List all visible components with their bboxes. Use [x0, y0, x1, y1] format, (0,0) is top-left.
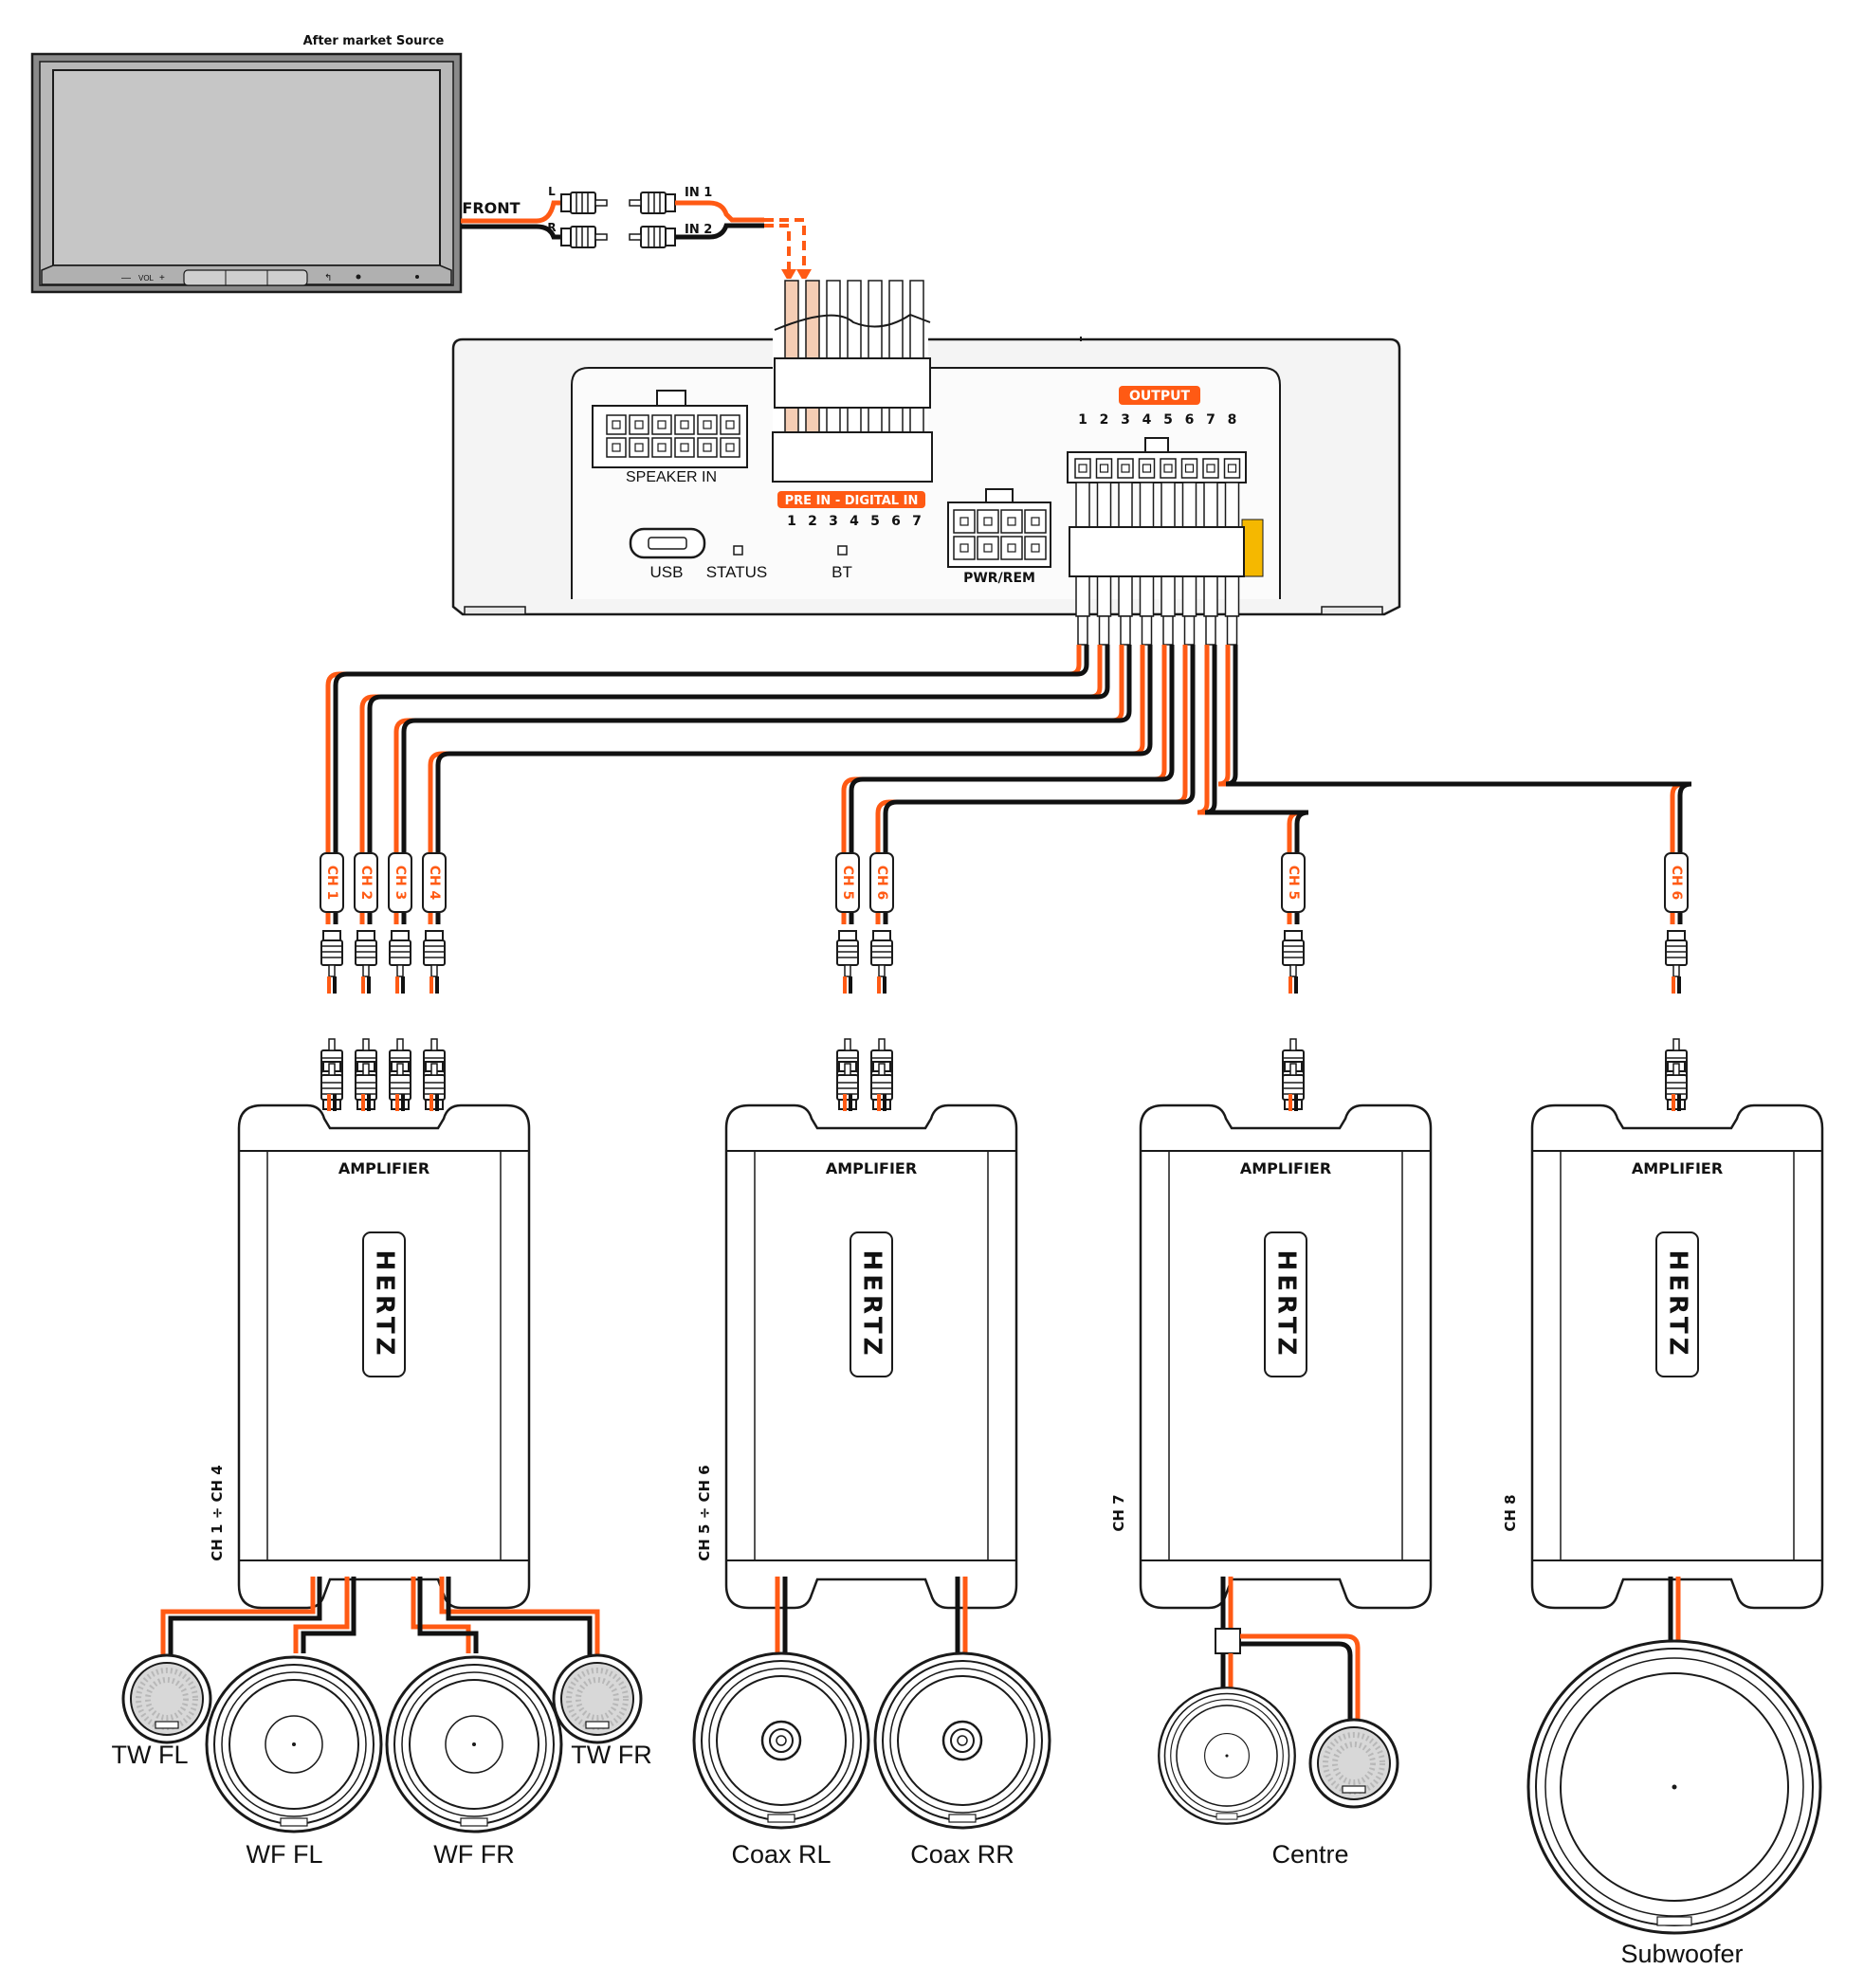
channel-tag-ch5a: CH 5: [835, 852, 860, 913]
left-label: L: [548, 185, 556, 198]
amplifier-title: AMPLIFIER: [1632, 1159, 1723, 1177]
pre-in-number: 3: [829, 514, 838, 529]
amplifier-channels: CH 1 ÷ CH 4: [209, 1465, 226, 1560]
amplifier-2: AMPLIFIER HERTZ CH 5 ÷ CH 6: [696, 1103, 1018, 1610]
usb-label: USB: [650, 563, 684, 581]
output-number: 5: [1163, 412, 1173, 428]
in2-label: IN 2: [685, 223, 712, 237]
woofer-centre: [1158, 1687, 1296, 1825]
amplifier-channels: CH 7: [1110, 1494, 1127, 1531]
channel-tag-label: CH 2: [358, 866, 374, 901]
brand-logo: HERTZ: [858, 1250, 886, 1359]
coax-rr: [873, 1651, 1051, 1830]
output-number: 4: [1142, 412, 1152, 428]
amplifier-title: AMPLIFIER: [338, 1159, 429, 1177]
in1-label: IN 1: [685, 186, 712, 200]
front-label: FRONT: [462, 199, 520, 217]
front-rca-cables: [461, 192, 812, 283]
output-number: 7: [1206, 412, 1215, 428]
amplifier-3: AMPLIFIER HERTZ CH 7: [1110, 1103, 1433, 1610]
subwoofer-label: Subwoofer: [1620, 1940, 1743, 1968]
rca-stacks: [320, 930, 1688, 1111]
pre-in-number: 7: [912, 514, 922, 529]
output-number: 8: [1228, 412, 1237, 428]
channel-tag-ch3: CH 3: [388, 852, 412, 913]
output-number: 6: [1185, 412, 1195, 428]
pre-in-connector: [772, 279, 933, 483]
svg-text:+: +: [159, 273, 165, 283]
channel-tag-label: CH 1: [324, 866, 339, 901]
channel-tag-ch5b: CH 5: [1281, 852, 1306, 913]
wf-fr-label: WF FR: [433, 1840, 514, 1869]
svg-text:VOL: VOL: [138, 274, 155, 283]
wf-fl-label: WF FL: [247, 1840, 323, 1869]
channel-tag-ch2: CH 2: [354, 852, 378, 913]
pwr-rem-label: PWR/REM: [963, 571, 1035, 586]
pre-in-label: PRE IN - DIGITAL IN: [785, 494, 919, 508]
tw-fl-label: TW FL: [112, 1741, 189, 1769]
amplifier-channels: CH 8: [1502, 1494, 1519, 1531]
bt-label: BT: [831, 563, 852, 581]
channel-tag-label: CH 4: [427, 866, 442, 901]
channel-tag-ch1: CH 1: [320, 852, 344, 913]
coax-rl: [692, 1651, 870, 1830]
amplifier-title: AMPLIFIER: [826, 1159, 917, 1177]
pre-in-number: 1: [787, 514, 796, 529]
brand-logo: HERTZ: [1272, 1250, 1301, 1359]
channel-tag-ch4: CH 4: [422, 852, 447, 913]
centre-label: Centre: [1271, 1840, 1348, 1869]
channel-tag-label: CH 5: [840, 866, 855, 901]
output-wires: [325, 645, 1692, 924]
amplifier-channels: CH 5 ÷ CH 6: [696, 1465, 713, 1560]
channel-tag-label: CH 5: [1286, 866, 1301, 901]
output-number: 3: [1121, 412, 1130, 428]
source-title: After market Source: [303, 34, 445, 48]
tweeter-centre: [1310, 1720, 1398, 1807]
channel-tag-ch6a: CH 6: [869, 852, 894, 913]
coax-rl-label: Coax RL: [731, 1840, 831, 1869]
speaker-in-label: SPEAKER IN: [626, 469, 717, 485]
channel-tag-ch6b: CH 6: [1664, 852, 1689, 913]
channel-tag-label: CH 3: [393, 866, 408, 901]
svg-text:—: —: [121, 273, 131, 283]
output-badge: [1119, 386, 1200, 405]
tw-fr-label: TW FR: [571, 1741, 651, 1769]
brand-logo: HERTZ: [371, 1250, 399, 1359]
pre-in-number: 6: [891, 514, 901, 529]
status-label: STATUS: [706, 563, 768, 581]
pre-in-number: 5: [870, 514, 880, 529]
amplifier-1: AMPLIFIER HERTZ CH 1 ÷ CH 4: [209, 1103, 531, 1610]
pre-in-number: 2: [808, 514, 817, 529]
subwoofer: [1526, 1639, 1822, 1935]
channel-tag-label: CH 6: [1669, 866, 1684, 901]
pre-in-badge: [777, 491, 925, 508]
amplifier-4: AMPLIFIER HERTZ CH 8: [1502, 1103, 1824, 1610]
output-connector: [1067, 437, 1247, 646]
brand-logo: HERTZ: [1664, 1250, 1692, 1359]
output-number: 2: [1100, 412, 1109, 428]
output-label: OUTPUT: [1129, 389, 1190, 404]
tweeter-fl: [123, 1655, 210, 1742]
amplifier-title: AMPLIFIER: [1240, 1159, 1331, 1177]
svg-text:↰: ↰: [324, 273, 332, 283]
pre-in-number: 4: [850, 514, 859, 529]
right-label: R: [547, 221, 556, 234]
woofer-fr: [385, 1655, 563, 1833]
coax-rr-label: Coax RR: [910, 1840, 1014, 1869]
woofer-fl: [205, 1655, 383, 1833]
output-number: 1: [1078, 412, 1087, 428]
tweeter-fr: [554, 1655, 641, 1742]
channel-tag-label: CH 6: [874, 866, 889, 901]
head-unit: — VOL + ↰: [30, 52, 463, 294]
